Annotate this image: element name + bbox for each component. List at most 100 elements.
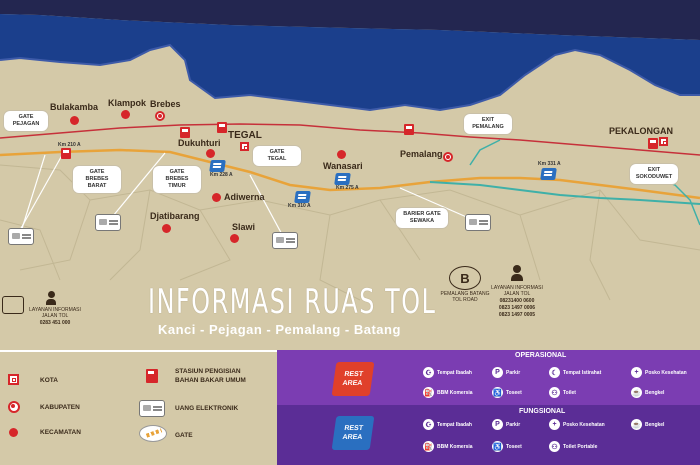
wc-icon: ⚇	[549, 387, 560, 398]
fuel-station-icon	[180, 127, 190, 138]
toilet-icon: ♿	[492, 387, 503, 398]
health-icon: +	[549, 419, 560, 430]
kecamatan-marker	[212, 193, 221, 202]
km-tag: Km 275 A	[336, 185, 359, 191]
fungsional-heading: FUNGSIONAL	[519, 408, 566, 415]
kecamatan-marker	[206, 149, 215, 158]
wc-icon: ⚇	[549, 441, 560, 452]
facility-item: ⚇Toilet Portable	[549, 441, 597, 452]
e-money-card-icon	[272, 232, 298, 249]
legend-gate: GATE	[175, 432, 193, 439]
facility-item: +Posko Kesehatan	[549, 419, 605, 430]
km-tag: Km 210 A	[58, 142, 81, 148]
kabupaten-marker	[155, 111, 165, 121]
facility-item: ☕Bengkel	[631, 419, 664, 430]
facility-label: Bengkel	[645, 421, 665, 428]
food-icon: ☕	[631, 419, 642, 430]
legend-panel: KOTA KABUPATEN KECAMATAN STASIUN PENGISI…	[0, 350, 277, 465]
kabupaten-marker	[443, 152, 453, 162]
kota-marker	[240, 142, 249, 151]
km-tag: Km 310 A	[288, 203, 311, 209]
place-label: Dukuhturi	[178, 138, 221, 148]
facility-label: Toilet Portable	[563, 443, 598, 450]
fuel-icon: ⛽	[423, 387, 434, 398]
facility-label: Parkir	[506, 421, 521, 428]
food-icon: ☕	[631, 387, 642, 398]
info-center-title: PEMALANG BATANG TOL ROAD	[440, 291, 490, 303]
info-left-phone: 0283 451 000	[39, 320, 71, 326]
place-label: Djatibarang	[150, 211, 200, 221]
kecamatan-marker	[230, 234, 239, 243]
fuel-station-icon	[217, 122, 227, 133]
facility-label: BBM Komersia	[437, 443, 473, 450]
facility-label: Toseet	[506, 389, 522, 396]
facility-label: Posko Kesehatan	[645, 369, 687, 376]
gate-tegal-label: GATE TEGAL	[253, 146, 301, 166]
legend-kota: KOTA	[40, 377, 58, 384]
info-right-phone: 0823 1497 0005	[498, 312, 536, 318]
kecamatan-marker	[162, 224, 171, 233]
legend-spbu: STASIUN PENGISIAN BAHAN BAKAR UMUM	[175, 368, 246, 384]
facility-label: Parkir	[506, 369, 521, 376]
facility-item: ⛽BBM Komersia	[423, 387, 473, 398]
operasional-heading: OPERASIONAL	[515, 352, 567, 359]
legend-kabupaten: KABUPATEN	[40, 404, 80, 411]
place-label: Bulakamba	[50, 102, 99, 112]
km-tag: Km 331 A	[538, 161, 561, 167]
e-money-card-icon	[95, 214, 121, 231]
place-label: Pemalang	[400, 149, 443, 159]
kecamatan-marker	[70, 116, 79, 125]
kota-marker	[659, 137, 668, 146]
exit-pemalang-label: EXIT PEMALANG	[464, 114, 512, 134]
e-money-card-icon	[8, 228, 34, 245]
facility-label: Tempat Ibadah	[437, 421, 472, 428]
legend-uang: UANG ELEKTRONIK	[175, 405, 239, 412]
place-label: Slawi	[232, 222, 256, 232]
gate-legend-icon	[139, 425, 167, 442]
facility-label: Toseet	[506, 443, 522, 450]
facility-item: ☕Bengkel	[631, 387, 664, 398]
fuel-station-icon	[648, 138, 658, 149]
legend-kecamatan: KECAMATAN	[40, 429, 81, 436]
place-label: PEKALONGAN	[609, 126, 674, 136]
kecamatan-marker	[337, 150, 346, 159]
barrier-sewaka-label: BARIER GATE SEWAKA	[396, 208, 448, 228]
place-label: Brebes	[150, 99, 181, 109]
place-label: Adiwerna	[224, 192, 265, 202]
map-subtitle: Kanci - Pejagan - Pemalang - Batang	[158, 322, 401, 337]
info-right-title: LAYANAN INFORMASI JALAN TOL	[491, 285, 543, 297]
fuel-station-legend-icon	[146, 369, 158, 383]
rest-area-icon	[209, 160, 226, 172]
fuel-icon: ⛽	[423, 441, 434, 452]
person-icon	[511, 265, 523, 281]
facility-item: +Posko Kesehatan	[631, 367, 687, 378]
person-icon	[46, 291, 56, 305]
facility-item: ☪Tempat Ibadah	[423, 419, 472, 430]
place-label: Wanasari	[323, 161, 363, 171]
gate-brebes-timur-label: GATE BREBES TIMUR	[153, 166, 201, 193]
exit-sokoduwet-label: EXIT SOKODUWET	[630, 164, 678, 184]
health-icon: +	[631, 367, 642, 378]
rest-area-fungsional-badge: REST AREA	[331, 416, 375, 450]
map-title: INFORMASI RUAS TOL	[148, 282, 437, 322]
rest-area-icon	[540, 168, 557, 180]
rest-area-icon	[294, 191, 311, 203]
facility-label: Tempat Ibadah	[437, 369, 472, 376]
facility-item: ⛽BBM Komersia	[423, 441, 473, 452]
info-left-title: LAYANAN INFORMASI JALAN TOL	[29, 307, 81, 319]
parking-icon: P	[492, 419, 503, 430]
km-tag: Km 228 A	[210, 172, 233, 178]
kota-legend-icon	[8, 374, 19, 385]
gate-brebes-barat-label: GATE BREBES BARAT	[73, 166, 121, 193]
fuel-station-icon	[61, 148, 71, 159]
gate-pejagan-label: GATE PEJAGAN	[4, 111, 48, 131]
facility-item: ♿Toseet	[492, 441, 522, 452]
facility-item: ☪Tempat Ibadah	[423, 367, 472, 378]
kecamatan-legend-icon	[9, 428, 18, 437]
rest-area-icon	[334, 173, 351, 185]
